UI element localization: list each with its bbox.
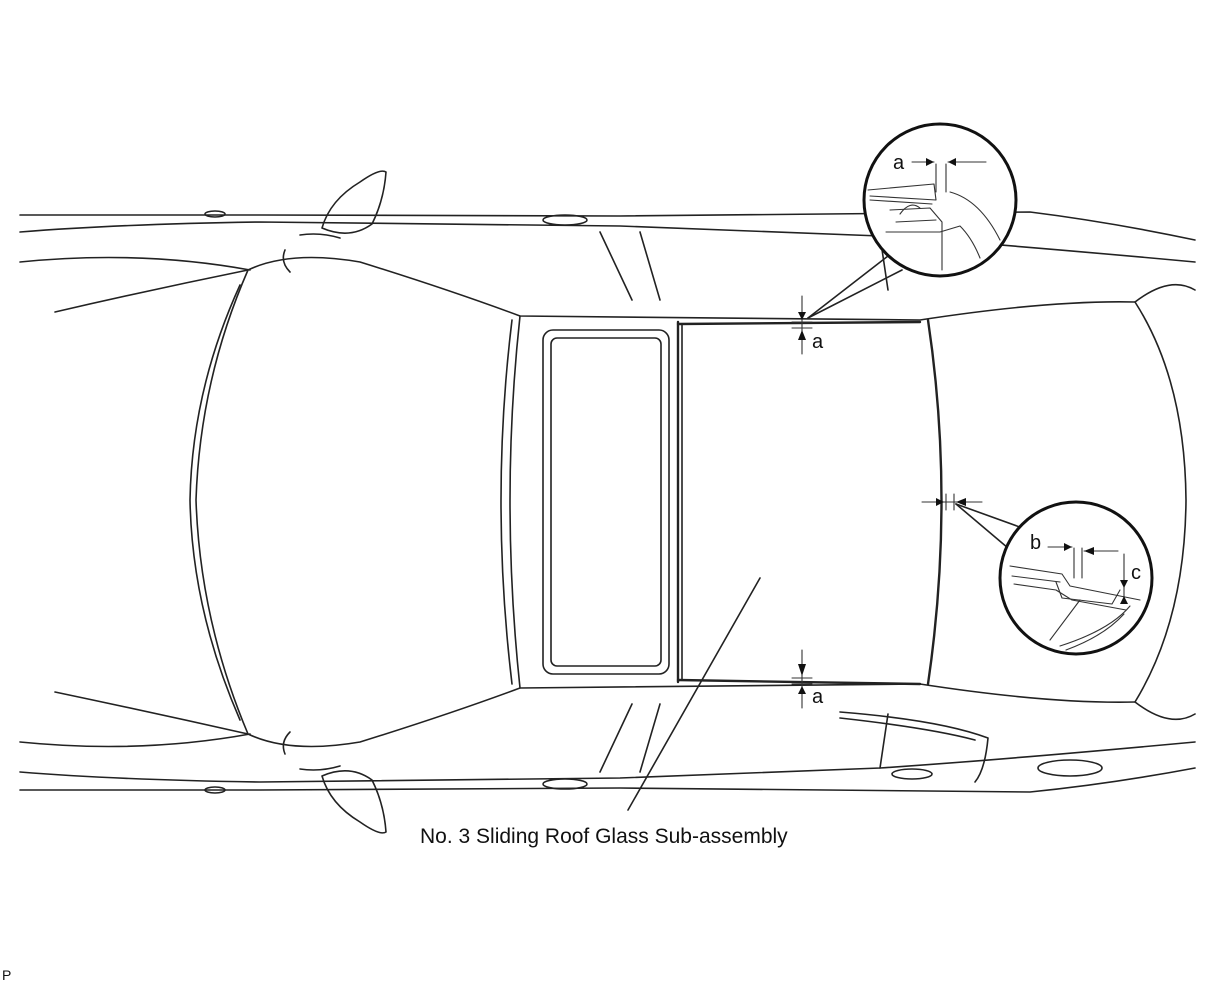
gap-label-top: a [812,331,824,353]
detail-label-b: b [1030,532,1041,554]
gap-indicator-top: a [791,295,824,355]
corner-mark: P [2,967,11,983]
detail-label-a: a [893,152,905,174]
part-caption: No. 3 Sliding Roof Glass Sub-assembly [420,825,788,848]
side-mirror-bottom [299,765,387,834]
front-sliding-glass [542,329,670,675]
detail-callout-top: a [807,122,1018,319]
caption-leader-line [627,577,761,811]
car-body-outline [19,210,1196,794]
detail-callout-right: b c [955,500,1154,656]
gap-indicator-bottom: a [791,649,824,709]
gap-indicator-rear [921,493,983,511]
detail-label-c: c [1131,562,1141,584]
sliding-roof-glass-panel [676,320,922,686]
gap-label-bottom: a [812,686,824,708]
side-mirror-top [299,170,387,239]
